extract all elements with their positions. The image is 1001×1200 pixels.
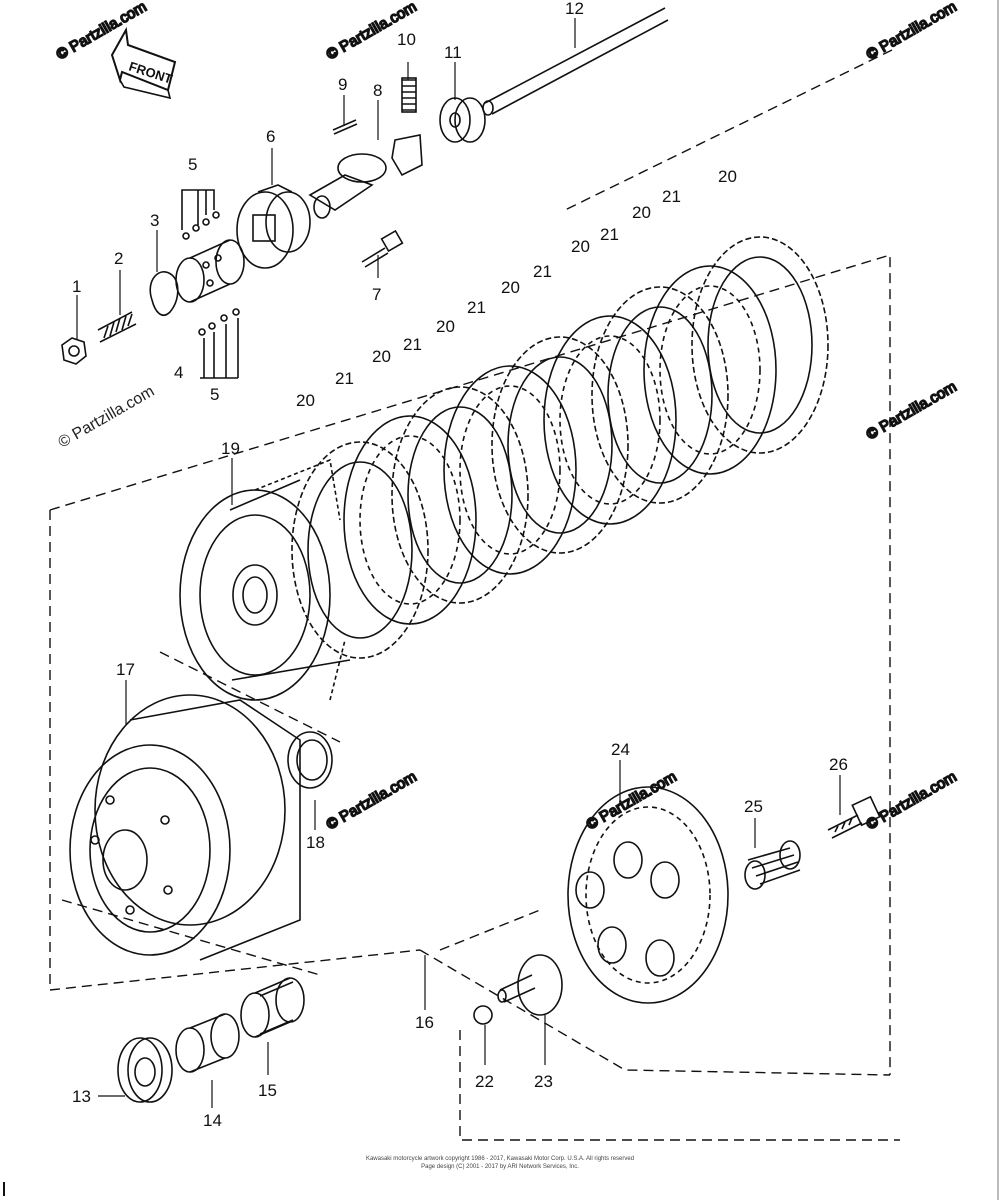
callout-21: 21 (335, 369, 354, 388)
pushrod-part (482, 7, 669, 116)
callout-21: 21 (662, 187, 681, 206)
callout-22: 22 (475, 1072, 494, 1091)
watermark: © Partzilla.com (324, 768, 420, 833)
callout-4: 4 (174, 363, 183, 382)
watermark: © Partzilla.com (864, 768, 960, 833)
clutch-bolt-part (827, 795, 881, 839)
copyright-line-1: Kawasaki motorcycle artwork copyright 19… (365, 1156, 635, 1162)
callout-14: 14 (203, 1111, 222, 1130)
washer-part (439, 97, 486, 143)
callout-19: 19 (221, 439, 240, 458)
callout-16: 16 (415, 1013, 434, 1032)
callout-7: 7 (372, 285, 381, 304)
callout-20: 20 (718, 167, 737, 186)
release-holder-part (236, 184, 311, 269)
nut-part (61, 337, 87, 365)
clutch-spring-part (744, 840, 801, 890)
callout-10: 10 (397, 30, 416, 49)
callout-20: 20 (436, 317, 455, 336)
callout-8: 8 (373, 81, 382, 100)
callout-5: 5 (210, 385, 219, 404)
callout-12: 12 (565, 0, 584, 18)
watermark: © Partzilla.com (864, 0, 960, 63)
callout-20: 20 (372, 347, 391, 366)
thrust-washer-part (287, 731, 333, 789)
callout-13: 13 (72, 1087, 91, 1106)
callout-18: 18 (306, 833, 325, 852)
watermark: © Partzilla.com (864, 378, 960, 443)
callout-24: 24 (611, 740, 630, 759)
screw-part (361, 229, 404, 268)
callout-2: 2 (114, 249, 123, 268)
clutch-hub-part (179, 458, 351, 701)
clutch-housing-part (69, 694, 301, 961)
callout-20: 20 (296, 391, 315, 410)
pushrod-mushroom-part (497, 954, 563, 1016)
release-spring-part (401, 77, 417, 113)
housing-washer-part (117, 1037, 173, 1103)
ball-set-part (181, 189, 240, 379)
callout-26: 26 (829, 755, 848, 774)
watermark: © Partzilla.com (584, 768, 680, 833)
adjusting-screw-part (97, 311, 137, 343)
release-lever-part (308, 134, 423, 219)
callout-15: 15 (258, 1081, 277, 1100)
callout-11: 11 (444, 43, 462, 62)
snap-ring-part (149, 271, 179, 316)
copyright-line-2: Page design (C) 2001 - 2017 by ARI Netwo… (421, 1164, 579, 1170)
copyright-footer: Kawasaki motorcycle artwork copyright 19… (300, 1155, 700, 1171)
callout-5: 5 (188, 155, 197, 174)
leader-lines (76, 18, 841, 1108)
callout-21: 21 (467, 298, 486, 317)
steel-ball-part (473, 1005, 493, 1025)
assembly-lines (49, 49, 900, 1141)
callout-9: 9 (338, 75, 347, 94)
callout-25: 25 (744, 797, 763, 816)
pin-part (332, 119, 358, 135)
front-arrow-icon: FRONT (110, 26, 177, 100)
callout-23: 23 (534, 1072, 553, 1091)
callout-21: 21 (533, 262, 552, 281)
callout-20: 20 (571, 237, 590, 256)
callout-20: 20 (632, 203, 651, 222)
pressure-plate-part (567, 786, 729, 1004)
callout-20: 20 (501, 278, 520, 297)
callouts: 1 2 3 4 5 5 6 7 8 9 10 11 12 13 14 15 16… (72, 0, 848, 1130)
callout-21: 21 (403, 335, 422, 354)
needle-bearing-part (240, 977, 305, 1038)
callout-17: 17 (116, 660, 135, 679)
callout-1: 1 (72, 277, 81, 296)
callout-6: 6 (266, 127, 275, 146)
callout-21: 21 (600, 225, 619, 244)
ball-retainer-part (175, 239, 245, 303)
callout-3: 3 (150, 211, 159, 230)
sleeve-part (175, 1013, 240, 1073)
clutch-plates-stack (291, 236, 829, 659)
watermark-dark: © Partzilla.com (56, 383, 158, 452)
